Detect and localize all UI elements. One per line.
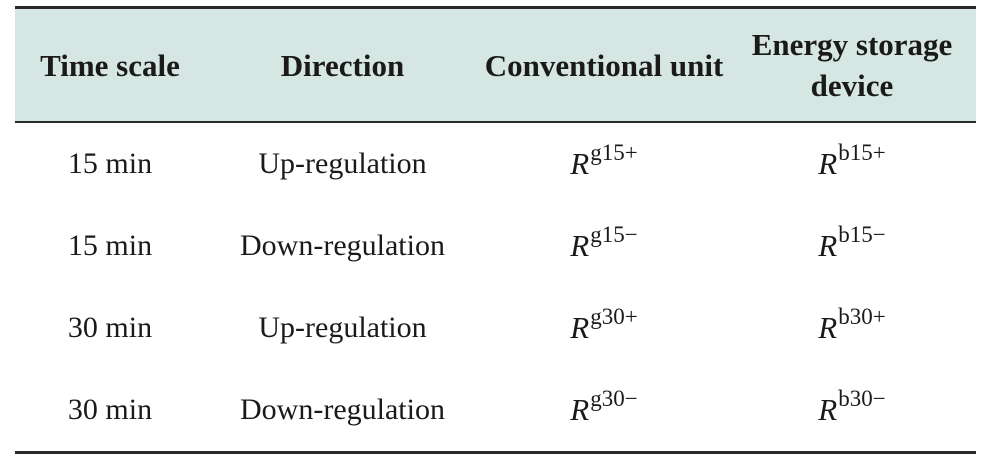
cell-conventional-unit: Rg30− [480, 369, 728, 454]
conv-superscript: g30− [590, 386, 638, 411]
reserve-table: Time scale Direction Conventional unit E… [15, 6, 976, 454]
table-body: 15 min Up-regulation Rg15+ Rb15+ 15 min … [15, 122, 976, 454]
conv-superscript: g30+ [590, 304, 638, 329]
cell-conventional-unit: Rg15+ [480, 122, 728, 205]
conv-symbol: R [570, 310, 590, 345]
table-row: 15 min Up-regulation Rg15+ Rb15+ [15, 122, 976, 205]
header-row: Time scale Direction Conventional unit E… [15, 6, 976, 123]
cell-time-scale: 15 min [67, 147, 153, 180]
cell-direction: Down-regulation [240, 229, 445, 262]
conv-symbol: R [570, 146, 590, 181]
ess-symbol: R [818, 310, 838, 345]
table-header: Time scale Direction Conventional unit E… [15, 6, 976, 123]
cell-energy-storage-device: Rb15+ [728, 122, 976, 205]
ess-superscript: b15− [838, 222, 886, 247]
cell-direction: Up-regulation [258, 311, 427, 344]
header-conventional-unit: Conventional unit [480, 6, 728, 123]
ess-symbol: R [818, 392, 838, 427]
conv-superscript: g15+ [590, 140, 638, 165]
cell-energy-storage-device: Rb15− [728, 205, 976, 287]
header-time-scale: Time scale [15, 6, 205, 123]
ess-superscript: b30− [838, 386, 886, 411]
conv-symbol: R [570, 228, 590, 263]
ess-superscript: b30+ [838, 304, 886, 329]
cell-time-scale: 15 min [67, 229, 153, 262]
cell-conventional-unit: Rg15− [480, 205, 728, 287]
conv-symbol: R [570, 392, 590, 427]
cell-energy-storage-device: Rb30− [728, 369, 976, 454]
reserve-table-container: Time scale Direction Conventional unit E… [15, 6, 976, 454]
cell-time-scale: 30 min [67, 311, 153, 344]
header-direction: Direction [205, 6, 480, 123]
cell-time-scale: 30 min [15, 369, 205, 454]
cell-conventional-unit: Rg30+ [480, 287, 728, 369]
table-row: 30 min Down-regulation Rg30− Rb30− [15, 369, 976, 454]
cell-direction: Up-regulation [258, 147, 427, 180]
table-row: 15 min Down-regulation Rg15− Rb15− [15, 205, 976, 287]
table-row: 30 min Up-regulation Rg30+ Rb30+ [15, 287, 976, 369]
ess-superscript: b15+ [838, 140, 886, 165]
ess-symbol: R [818, 146, 838, 181]
header-energy-storage-device: Energy storage device [728, 6, 976, 123]
cell-energy-storage-device: Rb30+ [728, 287, 976, 369]
ess-symbol: R [818, 228, 838, 263]
cell-direction: Down-regulation [205, 369, 480, 454]
conv-superscript: g15− [590, 222, 638, 247]
